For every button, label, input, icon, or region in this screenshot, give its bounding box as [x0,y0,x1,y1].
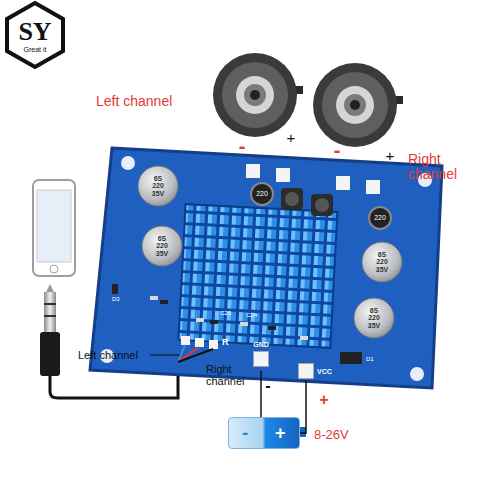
heatsink [178,204,337,348]
smd-part [196,318,204,322]
capacitor-marking: 6S 220 35V [150,175,166,197]
power-pad: VCC [298,362,338,380]
solder-pad [298,363,314,379]
input-pin [209,340,218,349]
input-pin [195,338,204,347]
mounting-hole [410,367,424,381]
right-speaker [313,63,403,147]
phone-body [33,180,75,276]
channel-label: Left channel [78,350,158,362]
left-speaker [213,53,303,137]
inductor [311,194,333,216]
speaker-cone [322,72,388,138]
voltage-label: 8-26V [314,428,374,442]
plug-body [40,332,60,376]
mounting-hole [121,156,135,170]
power-wire [260,371,262,417]
small-capacitor [369,207,391,229]
polarity-sign: - [242,423,248,444]
channel-label: Right channel [408,152,472,181]
channel-label: Right channel [206,364,252,387]
output-pad [276,168,290,182]
capacitor-marking: 6S 220 35V [366,307,382,329]
inductor-core [315,198,329,212]
small-capacitor [251,183,273,205]
speaker-cone [222,62,288,128]
polarity-sign: + [284,130,298,146]
logo-tagline: Great it [10,46,60,53]
logo-hexagon [7,3,63,67]
smd-part [160,300,168,304]
electrolytic-capacitor [362,242,402,282]
plug-ring [44,303,56,305]
capacitor-marking: 220 [370,214,390,221]
solder-pad [253,351,269,367]
electrolytic-capacitor [354,298,394,338]
speaker-cap [344,94,366,116]
speaker-center [350,100,360,110]
silkscreen-label: R [222,338,234,347]
smd-part [150,296,158,300]
speaker-cap [244,84,266,106]
capacitor-marking: 220 [252,190,272,197]
smd-part [268,326,276,330]
output-pad [246,164,260,178]
silkscreen-label: C24 [246,312,266,318]
led [112,284,118,294]
silkscreen-label: D3 [112,296,128,302]
capacitor-marking: 6S 220 35V [374,251,390,273]
power-pad: GND [244,341,278,371]
battery-terminal [300,427,306,437]
phone-screen [37,190,71,262]
speaker-ring [236,76,274,114]
polarity-sign: + [275,423,286,444]
battery: -+ [228,417,300,449]
diode [340,352,362,364]
smd-part [240,322,248,326]
logo-text: SY [11,18,59,45]
silkscreen-label: D1 [366,356,382,362]
speaker-frame [313,63,397,147]
plug-tip [46,284,54,292]
power-wire [300,380,306,433]
polarity-sign: + [318,392,330,409]
electrolytic-capacitor [142,226,182,266]
leader-line [150,355,180,356]
inductor [281,188,303,210]
speaker-center [250,90,260,100]
pad-label: GND [253,341,269,348]
inductor-core [285,192,299,206]
capacitor-marking: 6S 220 35V [154,235,170,257]
polarity-sign: - [235,136,249,157]
polarity-sign: + [383,148,397,164]
smd-part [210,320,218,324]
ground-wire [178,349,213,362]
polarity-sign: - [262,378,274,395]
polarity-sign: - [330,140,344,161]
speaker-frame [213,53,297,137]
heatsink-fins [178,204,337,348]
channel-label: Left channel [96,94,206,109]
pcb-board [90,148,442,388]
output-pad [366,180,380,194]
silkscreen-label: C25 [220,310,240,316]
plug-ring [44,315,56,317]
plug-shaft [44,292,56,332]
smd-part [300,336,308,340]
input-pin [181,336,190,345]
output-pad [336,176,350,190]
electrolytic-capacitor [138,166,178,206]
speaker-ring [336,86,374,124]
phone-button [50,265,58,273]
pad-label: VCC [317,368,332,375]
